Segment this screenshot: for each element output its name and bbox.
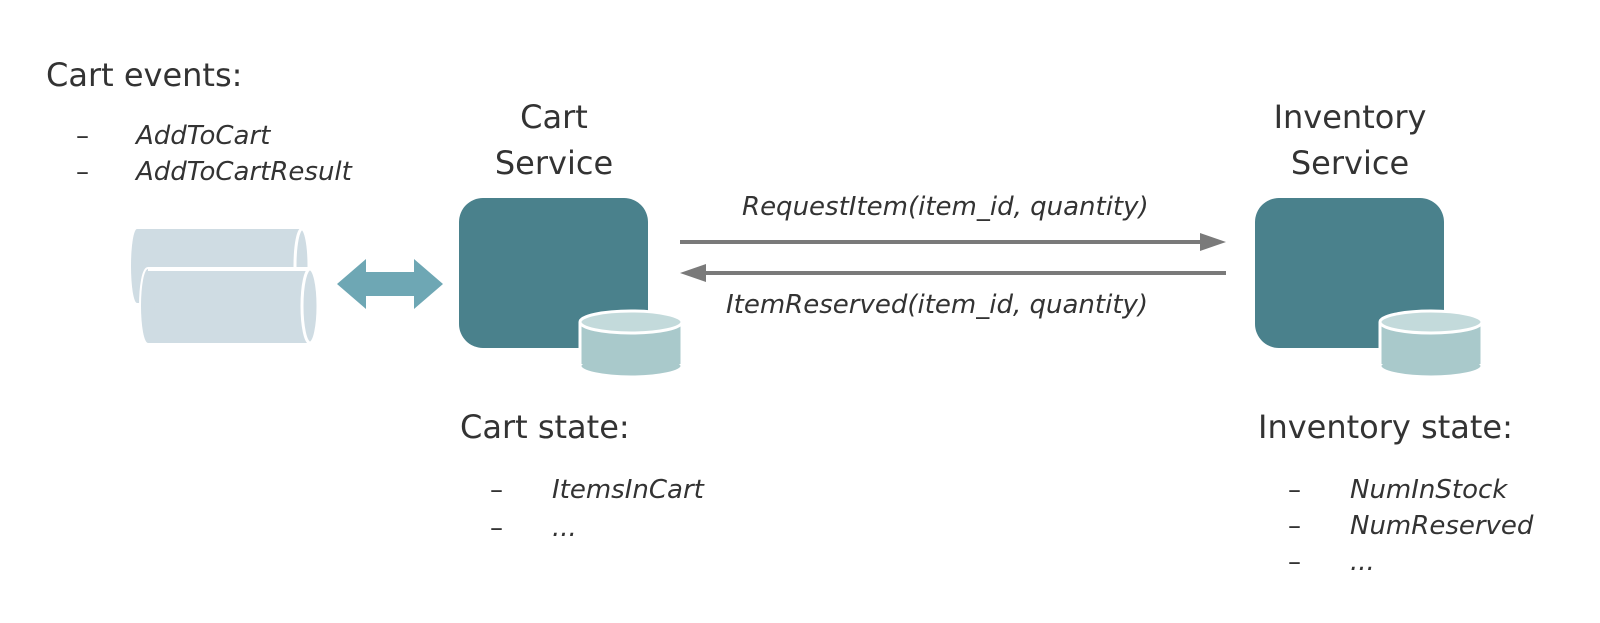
- item-reserved-label: ItemReserved(item_id, quantity): [726, 290, 1149, 320]
- cart-state-items-in-cart: ItemsInCart: [552, 475, 704, 505]
- reserved-arrow: [680, 264, 1226, 282]
- inventory-service-icon: [1255, 198, 1444, 348]
- cart-event-add-to-cart-result: AddToCartResult: [136, 157, 352, 187]
- cart-events-list: – AddToCart – AddToCartResult: [76, 118, 396, 198]
- cart-state-heading: Cart state:: [460, 408, 630, 446]
- inventory-state-num-in-stock: NumInStock: [1350, 475, 1508, 505]
- list-item: – ...: [1288, 544, 1588, 580]
- inventory-state-ellipsis: ...: [1350, 547, 1375, 577]
- list-item: – AddToCart: [76, 118, 396, 154]
- cart-event-add-to-cart: AddToCart: [136, 121, 271, 151]
- cart-database-icon: [578, 309, 684, 379]
- inventory-state-heading: Inventory state:: [1258, 408, 1513, 446]
- list-item: – NumReserved: [1288, 508, 1588, 544]
- bidirectional-arrow-icon: [337, 259, 443, 309]
- inventory-state-num-reserved: NumReserved: [1350, 511, 1534, 541]
- inventory-database-icon: [1378, 309, 1484, 379]
- list-item: – AddToCartResult: [76, 154, 396, 190]
- inventory-service-title: Inventory Service: [1273, 98, 1427, 182]
- cart-state-list: – ItemsInCart – ...: [490, 472, 810, 552]
- cart-service-title: Cart Service: [494, 98, 614, 182]
- list-item: – ...: [490, 510, 810, 548]
- cart-events-heading: Cart events:: [46, 56, 243, 94]
- request-item-label: RequestItem(item_id, quantity): [742, 192, 1149, 222]
- list-item: – ItemsInCart: [490, 472, 810, 510]
- queue-cylinder-front: [139, 267, 320, 345]
- cart-state-ellipsis: ...: [552, 513, 577, 543]
- cart-service-icon: [459, 198, 648, 348]
- event-queue-icon: [131, 227, 320, 345]
- inventory-state-list: – NumInStock – NumReserved – ...: [1288, 472, 1588, 588]
- request-arrow: [680, 233, 1226, 251]
- list-item: – NumInStock: [1288, 472, 1588, 508]
